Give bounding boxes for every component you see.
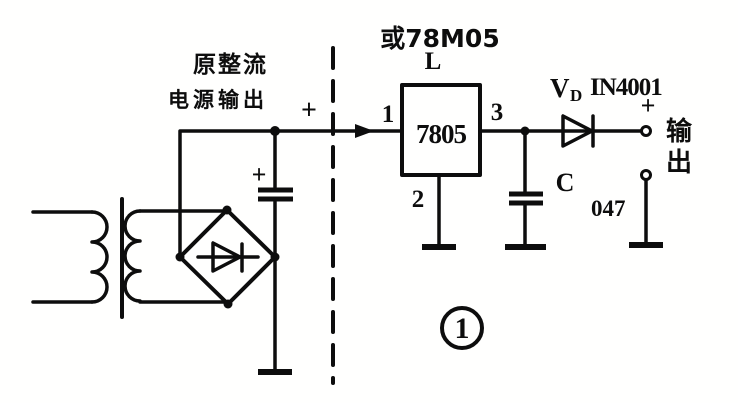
bridge-rectifier bbox=[175, 205, 292, 375]
transformer bbox=[31, 197, 230, 319]
output-cap-ref-label: C bbox=[556, 168, 575, 197]
diode-ref-subscript: D bbox=[570, 86, 582, 105]
output-positive-terminal bbox=[640, 125, 652, 137]
positive-bus-wire bbox=[178, 129, 404, 259]
bridge-bottom-junction-dot bbox=[223, 299, 233, 309]
diode-ref-label: V bbox=[550, 73, 570, 103]
regulator-part-number: 7805 bbox=[416, 119, 467, 149]
primary-winding bbox=[90, 210, 109, 304]
diode-triangle-icon bbox=[561, 114, 594, 148]
current-arrow-icon bbox=[355, 124, 374, 138]
bridge-diode-icon bbox=[211, 241, 242, 273]
pre-regulator-label-line1: 原整流 bbox=[193, 51, 268, 78]
filter-capacitor bbox=[258, 129, 293, 259]
output-label-char1: 输 bbox=[666, 116, 693, 147]
figure-number-text: 1 bbox=[455, 312, 470, 345]
pin2-label: 2 bbox=[412, 186, 425, 213]
filter-cap-plus-sign: + bbox=[252, 160, 267, 189]
output-negative-terminal bbox=[640, 169, 652, 181]
pre-regulator-label-line2: 电源输出 bbox=[168, 88, 268, 112]
pin3-label: 3 bbox=[491, 99, 504, 126]
output-cap-value-label: 047 bbox=[591, 196, 626, 221]
alt-part-label: 或78M05 bbox=[380, 24, 499, 53]
output-plus-sign: + bbox=[641, 91, 656, 120]
secondary-winding bbox=[123, 209, 142, 303]
pin1-label: 1 bbox=[382, 101, 395, 128]
bridge-top-junction-dot bbox=[222, 205, 232, 215]
regulator-series-letter: L bbox=[425, 48, 442, 75]
voltage-regulator bbox=[400, 83, 643, 250]
diode-part-number: IN4001 bbox=[590, 74, 662, 101]
output-label-char2: 出 bbox=[666, 148, 692, 178]
output-capacitor bbox=[505, 129, 546, 250]
bus-plus-sign: + bbox=[301, 95, 317, 126]
figure-number-circle bbox=[440, 306, 484, 350]
output-terminals bbox=[629, 125, 663, 248]
protection-diode bbox=[561, 114, 595, 148]
dc-bus bbox=[178, 124, 404, 259]
